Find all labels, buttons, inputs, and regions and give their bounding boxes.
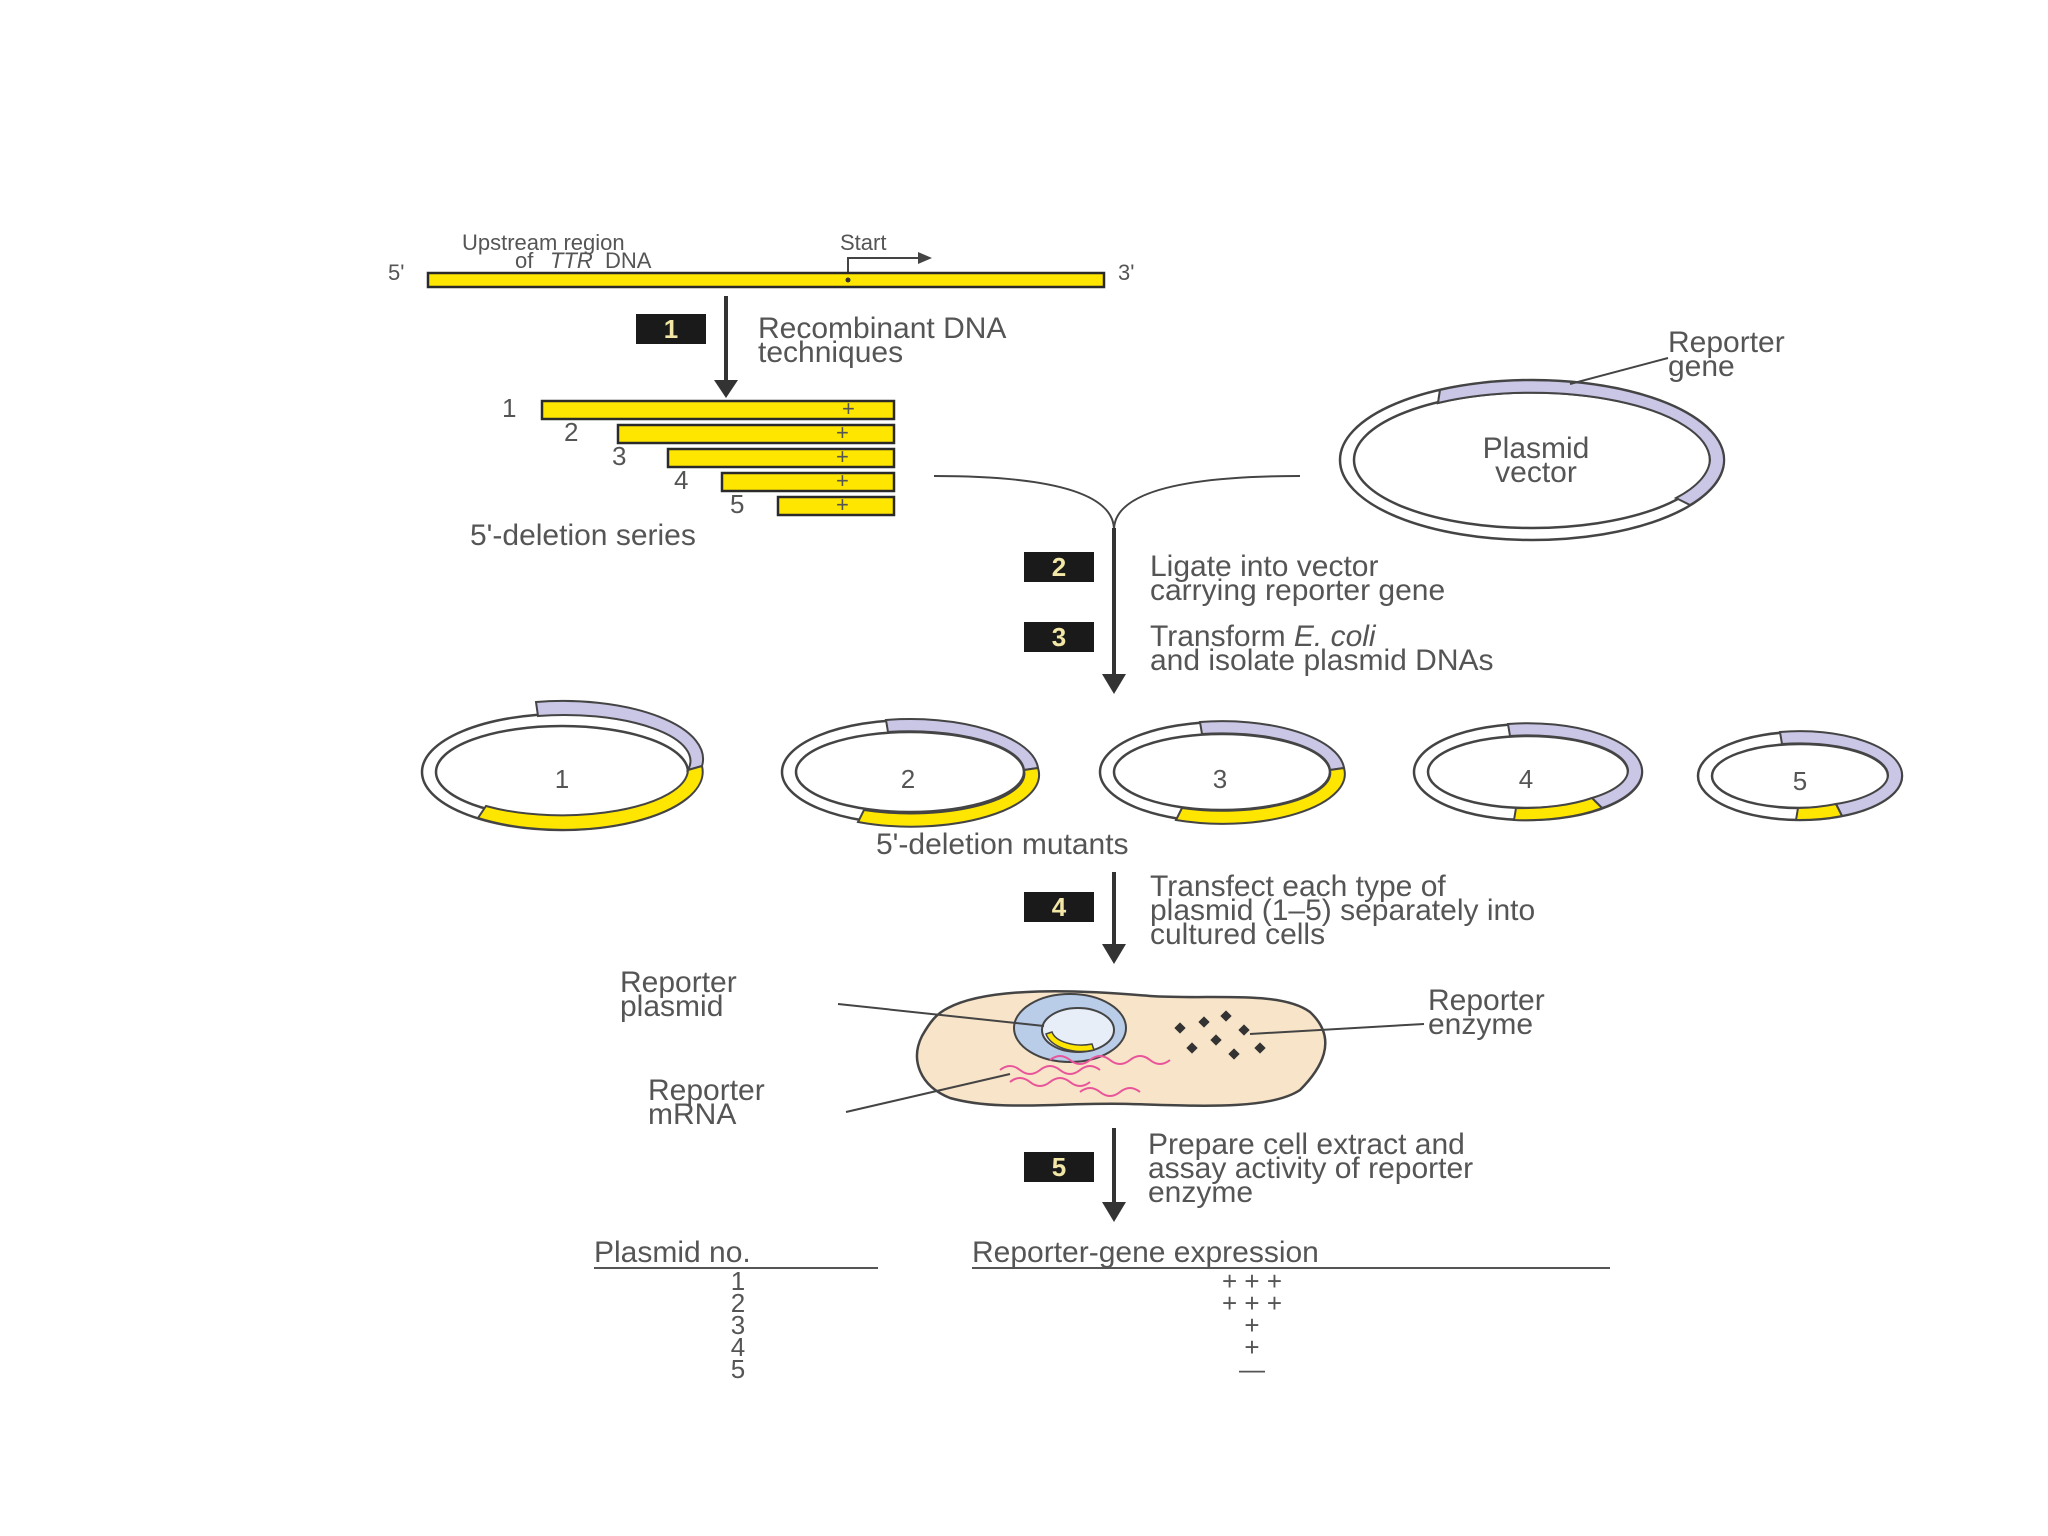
merge-curve-left	[934, 476, 1114, 530]
deletion-series: 1 + 2 + 3 + 4 + 5 + 5'-deletion series	[470, 393, 894, 552]
mutant-plasmid-4: 4	[1414, 723, 1642, 820]
step-2-3-arrow-head	[1102, 674, 1126, 694]
ttr-dna-bar	[428, 273, 1104, 287]
deletion-series-caption: 5'-deletion series	[470, 519, 696, 552]
dna-label: DNA	[605, 248, 652, 273]
step-2-text-line2: carrying reporter gene	[1150, 574, 1445, 607]
merge-curve-right	[1114, 476, 1300, 530]
step-5: 5 Prepare cell extract and assay activit…	[1024, 1128, 1473, 1222]
mutant-plasmid-2: 2	[782, 719, 1039, 827]
mutant-plasmids: 1 2 3 4	[422, 701, 1902, 861]
step-5-arrow-head	[1102, 1202, 1126, 1222]
step-2-number: 2	[1052, 552, 1066, 582]
mutant-2-insert	[858, 768, 1039, 827]
of-label: of	[515, 248, 534, 273]
step-4: 4 Transfect each type of plasmid (1–5) s…	[1024, 870, 1535, 964]
mutant-number-3: 3	[1213, 764, 1227, 794]
step-1-arrow-head	[714, 380, 738, 398]
reporter-plasmid-label-2: plasmid	[620, 990, 723, 1023]
step-5-text-line3: enzyme	[1148, 1176, 1253, 1209]
cultured-cell: Reporter plasmid Reporter enzyme Reporte…	[620, 966, 1545, 1131]
plasmid-vector: Plasmid vector Reporter gene	[1340, 326, 1785, 540]
mutants-caption: 5'-deletion mutants	[876, 828, 1129, 861]
plasmid-vector-label-2: vector	[1495, 456, 1577, 489]
fragment-3-marker: +	[836, 444, 849, 469]
mutant-1-reporter	[536, 701, 703, 770]
deletion-fragment-4	[722, 473, 894, 491]
mutant-3-reporter	[1200, 721, 1344, 770]
mutant-4-insert	[1514, 798, 1602, 820]
mutant-plasmid-3: 3	[1100, 721, 1345, 824]
fragment-4-marker: +	[836, 468, 849, 493]
start-label: Start	[840, 230, 886, 255]
five-prime-end: 5'	[388, 260, 404, 285]
result-row-5-expr: —	[1239, 1354, 1265, 1384]
col-header-expression: Reporter-gene expression	[972, 1236, 1319, 1269]
mutant-plasmid-1: 1	[422, 701, 703, 830]
mutant-number-2: 2	[901, 764, 915, 794]
step-4-text-line3: cultured cells	[1150, 918, 1325, 951]
step-5-number: 5	[1052, 1152, 1066, 1182]
step-3: 3 Transform E. coli and isolate plasmid …	[1024, 620, 1494, 677]
top-dna-group: Upstream region of TTR DNA Start 5' 3'	[388, 230, 1134, 287]
step-1-number: 1	[664, 314, 678, 344]
deletion-number-4: 4	[674, 465, 688, 495]
mutant-1-insert	[478, 766, 703, 830]
reporter-enzyme-label-2: enzyme	[1428, 1008, 1533, 1041]
step-4-arrow-head	[1102, 944, 1126, 964]
three-prime-end: 3'	[1118, 260, 1134, 285]
mutant-plasmid-5: 5	[1698, 731, 1902, 820]
step-2: 2 Ligate into vector carrying reporter g…	[1024, 550, 1445, 607]
fragment-5-marker: +	[836, 492, 849, 517]
result-row-5-no: 5	[731, 1354, 745, 1384]
deletion-number-1: 1	[502, 393, 516, 423]
ttr-label: TTR	[550, 248, 593, 273]
start-site-dot	[846, 278, 851, 283]
mutant-2-reporter	[886, 719, 1038, 770]
step-1: 1 Recombinant DNA techniques	[636, 296, 1006, 398]
step-1-text-line2: techniques	[758, 336, 903, 369]
mutant-number-1: 1	[555, 764, 569, 794]
mutant-3-insert	[1176, 768, 1345, 824]
deletion-number-3: 3	[612, 441, 626, 471]
fragment-1-marker: +	[842, 396, 855, 421]
step-3-number: 3	[1052, 622, 1066, 652]
col-header-plasmid-no: Plasmid no.	[594, 1236, 751, 1269]
step-3-text-line2: and isolate plasmid DNAs	[1150, 644, 1494, 677]
results-table: Plasmid no. Reporter-gene expression 1 +…	[594, 1236, 1610, 1384]
deletion-fragment-2	[618, 425, 894, 443]
reporter-gene-label-2: gene	[1668, 350, 1735, 383]
mutant-number-4: 4	[1519, 764, 1533, 794]
reporter-gene-leader	[1570, 358, 1668, 384]
reporter-mrna-label-2: mRNA	[648, 1098, 736, 1131]
upstream-label: Upstream region	[462, 230, 625, 255]
mutant-number-5: 5	[1793, 766, 1807, 796]
fragment-2-marker: +	[836, 420, 849, 445]
start-arrow-head	[918, 252, 932, 264]
deletion-fragment-3	[668, 449, 894, 467]
mutant-5-insert	[1796, 804, 1842, 820]
deletion-number-2: 2	[564, 417, 578, 447]
deletion-number-5: 5	[730, 489, 744, 519]
step-4-number: 4	[1052, 892, 1067, 922]
